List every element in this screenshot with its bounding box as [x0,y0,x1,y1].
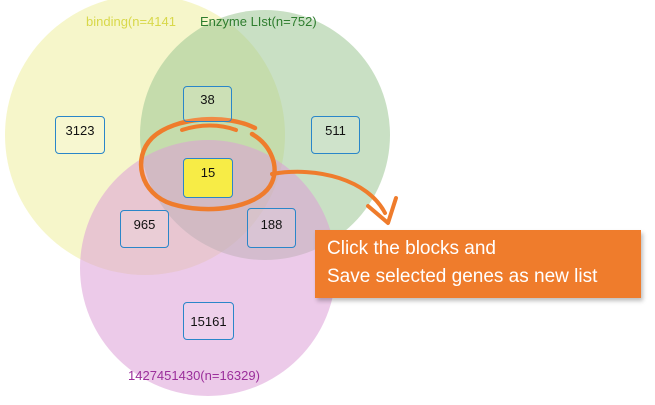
block-all-three-selected[interactable]: 15 [183,158,233,198]
block-count: 15 [200,165,216,180]
block-count: 15161 [190,314,227,329]
block-count: 965 [133,217,156,232]
block-binding-only[interactable]: 3123 [55,116,105,154]
block-count: 511 [325,123,346,138]
callout-line-1: Click the blocks and [327,238,496,259]
block-count: 3123 [65,123,95,138]
third-set-circle[interactable] [80,140,336,396]
callout-line-2: Save selected genes as new list [327,266,598,287]
block-count: 38 [200,92,215,107]
block-enzyme-third[interactable]: 188 [247,208,296,248]
enzyme-set-label: Enzyme LIst(n=752) [200,14,317,29]
block-binding-third[interactable]: 965 [120,210,169,248]
block-third-only[interactable]: 15161 [183,302,234,340]
third-set-label: 1427451430(n=16329) [128,368,260,383]
callout-arrow-head [366,196,398,225]
callout-arrow-line [270,169,387,215]
block-binding-enzyme[interactable]: 38 [183,86,232,122]
binding-set-label: binding(n=4141 [86,14,176,29]
block-count: 188 [260,217,283,232]
highlight-hook [180,123,238,132]
block-enzyme-only[interactable]: 511 [311,116,360,154]
callout-box: Click the blocks and Save selected genes… [315,230,641,298]
